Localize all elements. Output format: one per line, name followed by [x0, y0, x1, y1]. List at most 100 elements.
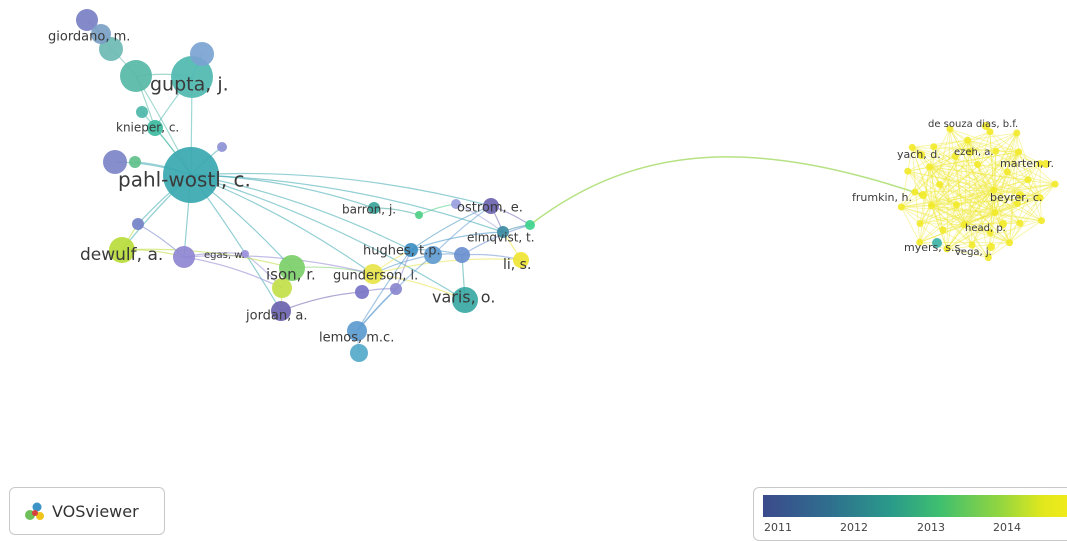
cluster-node[interactable] — [990, 186, 998, 194]
cluster-node[interactable] — [1036, 160, 1044, 168]
cluster-edge — [931, 179, 1029, 207]
legend-tick: 2014 — [993, 521, 1021, 534]
node-pahl2[interactable] — [103, 150, 127, 174]
cluster-node[interactable] — [943, 245, 951, 253]
node-hughes2[interactable] — [424, 246, 442, 264]
node-gunderson[interactable] — [363, 264, 383, 284]
cluster-node[interactable] — [1038, 217, 1046, 225]
node-marten[interactable] — [1042, 160, 1050, 168]
node-frumkin[interactable] — [919, 191, 927, 199]
node-giordano[interactable] — [76, 9, 98, 31]
cluster-edge — [967, 140, 973, 246]
cluster-node[interactable] — [908, 143, 916, 151]
node-ezeh[interactable] — [966, 148, 974, 156]
node-lemos[interactable] — [347, 321, 367, 341]
cluster-node[interactable] — [974, 160, 982, 168]
node-gunderson2[interactable] — [355, 285, 369, 299]
node-vega[interactable] — [987, 243, 995, 251]
node-barron[interactable] — [368, 202, 380, 214]
cluster-node[interactable] — [992, 147, 1000, 155]
node-pahl3[interactable] — [217, 142, 227, 152]
cluster-edge — [929, 166, 948, 250]
cluster-edge — [931, 132, 1018, 207]
cluster-node[interactable] — [964, 136, 972, 144]
node-gunderson3[interactable] — [390, 283, 402, 295]
node-egas[interactable] — [241, 250, 249, 258]
cluster-node[interactable] — [936, 181, 944, 189]
node-lemos2[interactable] — [350, 344, 368, 362]
cluster-node[interactable] — [986, 229, 994, 237]
cluster-node[interactable] — [968, 241, 976, 249]
node-label-ison: ison, r. — [266, 266, 316, 284]
node-dewulf2[interactable] — [173, 246, 195, 268]
cluster-node[interactable] — [930, 143, 938, 151]
node-ostrom2[interactable] — [451, 199, 461, 209]
node-varis[interactable] — [452, 287, 478, 313]
cluster-edge — [1018, 151, 1041, 164]
cluster-node[interactable] — [1051, 180, 1059, 188]
node-ostrom[interactable] — [483, 198, 499, 214]
node-jordan[interactable] — [271, 301, 291, 321]
node-giordano4[interactable] — [120, 60, 152, 92]
cluster-node[interactable] — [1024, 176, 1032, 184]
vosviewer-logo[interactable]: VOSviewer — [9, 487, 165, 535]
node-ison[interactable] — [279, 255, 305, 281]
node-varis2[interactable] — [454, 247, 470, 263]
cluster-node[interactable] — [991, 209, 999, 217]
cluster-node[interactable] — [916, 238, 924, 246]
node-gupta2[interactable] — [136, 106, 148, 118]
cluster-node[interactable] — [1013, 129, 1021, 137]
cluster-node[interactable] — [1036, 194, 1044, 202]
cluster-node[interactable] — [927, 202, 935, 210]
cluster-node[interactable] — [926, 163, 934, 171]
cluster-node[interactable] — [897, 203, 905, 211]
cluster-node[interactable] — [1006, 239, 1014, 247]
cluster-edge — [929, 128, 951, 168]
node-gupta3[interactable] — [190, 42, 214, 66]
cluster-node[interactable] — [939, 226, 947, 234]
node-elmqvist[interactable] — [497, 226, 509, 238]
cluster-node[interactable] — [1015, 148, 1023, 156]
node-label-jordan: jordan, a. — [245, 309, 308, 324]
cluster-node[interactable] — [986, 128, 994, 136]
cluster-edge — [912, 147, 995, 191]
node-li[interactable] — [513, 252, 529, 268]
node-small1[interactable] — [129, 156, 141, 168]
cluster-edge — [931, 205, 1021, 224]
cluster-node[interactable] — [960, 221, 968, 229]
cluster-node[interactable] — [916, 220, 924, 228]
cluster-node[interactable] — [1016, 219, 1024, 227]
node-ison2[interactable] — [272, 278, 292, 298]
node-giordano3[interactable] — [91, 24, 111, 44]
node-label-li: li, s. — [503, 257, 531, 273]
network-edge — [418, 203, 457, 216]
cluster-node[interactable] — [984, 254, 992, 262]
node-label-beyrer: beyrer, c. — [990, 191, 1042, 204]
node-layer[interactable] — [76, 9, 1050, 362]
node-green2[interactable] — [415, 211, 423, 219]
cluster-node[interactable] — [953, 201, 961, 209]
cluster-node[interactable] — [951, 152, 959, 160]
node-label-marten: marten, r. — [1000, 157, 1054, 170]
node-knieper[interactable] — [147, 120, 163, 136]
legend-tick: 2012 — [840, 521, 868, 534]
node-gupta[interactable] — [171, 56, 213, 98]
cluster-node[interactable] — [946, 125, 954, 133]
node-myers[interactable] — [932, 238, 942, 248]
node-green1[interactable] — [525, 220, 535, 230]
node-hughes[interactable] — [404, 243, 418, 257]
node-beyrer[interactable] — [1016, 191, 1024, 199]
cluster-node[interactable] — [1013, 200, 1021, 208]
cluster-node[interactable] — [1003, 168, 1011, 176]
node-yach[interactable] — [917, 151, 925, 159]
cluster-node[interactable] — [904, 167, 912, 175]
node-pahl[interactable] — [163, 147, 219, 203]
cluster-node[interactable] — [911, 188, 919, 196]
node-egas2[interactable] — [132, 218, 144, 230]
cluster-edge — [929, 166, 932, 206]
node-head[interactable] — [999, 220, 1007, 228]
node-dewulf[interactable] — [109, 237, 135, 263]
node-desouza[interactable] — [982, 122, 990, 130]
